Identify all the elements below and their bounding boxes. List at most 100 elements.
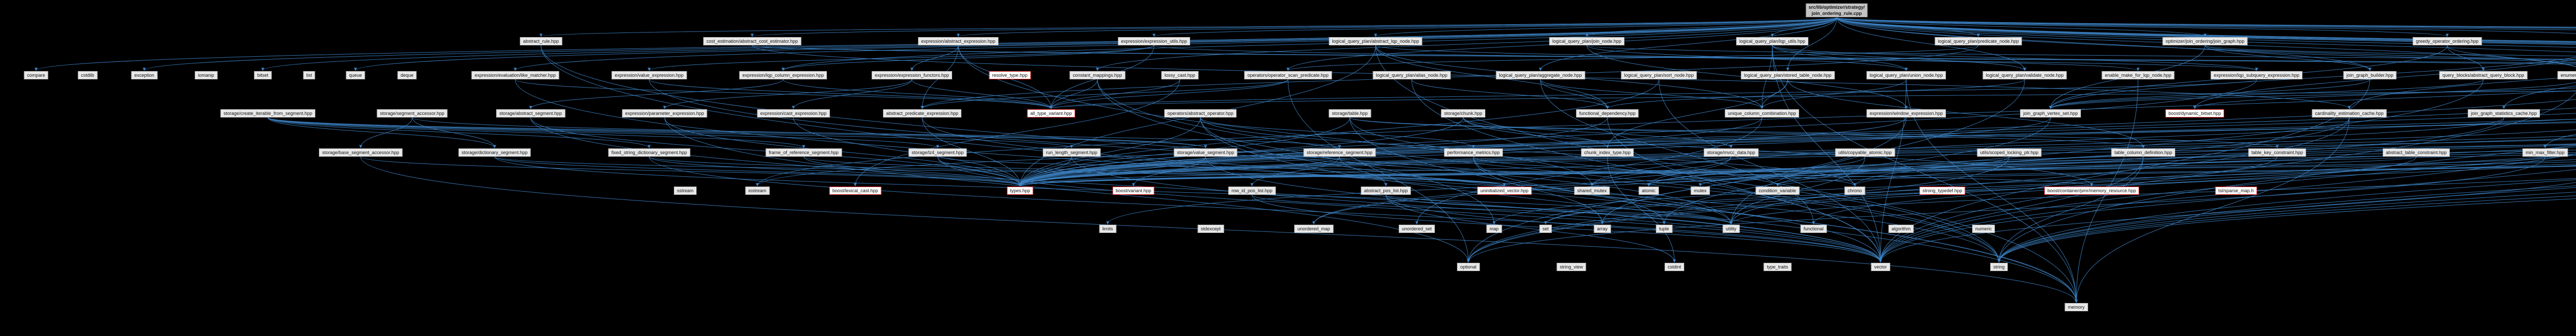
graph-node-b7[interactable]: queue xyxy=(346,71,365,79)
graph-node-c14[interactable]: join_graph_vertex_set.hpp xyxy=(2020,109,2081,117)
graph-node-c7[interactable]: all_type_variant.hpp xyxy=(1027,109,1075,117)
graph-node-c11[interactable]: functional_dependency.hpp xyxy=(1576,109,1639,117)
graph-node-a3[interactable]: expression/abstract_expression.hpp xyxy=(918,37,999,45)
graph-node-a8[interactable]: logical_query_plan/predicate_node.hpp xyxy=(1935,37,2022,45)
graph-node-f9[interactable]: utility xyxy=(1722,225,1740,233)
graph-node-e12[interactable]: condition_variable xyxy=(1755,187,1800,195)
graph-node-f6[interactable]: set xyxy=(1539,225,1552,233)
graph-node-g1[interactable]: optional xyxy=(1457,263,1480,271)
graph-node-a2[interactable]: cost_estimation/abstract_cost_estimator.… xyxy=(703,37,801,45)
graph-node-a4[interactable]: expression/expression_utils.hpp xyxy=(1117,37,1191,45)
graph-node-d6[interactable]: run_length_segment.hpp xyxy=(1043,148,1100,157)
graph-node-g3[interactable]: cstdint xyxy=(1664,263,1685,271)
graph-node-b11[interactable]: expression/lqp_column_expression.hpp xyxy=(739,71,827,79)
graph-node-f4[interactable]: unordered_set xyxy=(1398,225,1435,233)
graph-node-f1[interactable]: limits xyxy=(1099,225,1116,233)
graph-node-b5[interactable]: bitset xyxy=(254,71,272,79)
graph-node-b18[interactable]: logical_query_plan/aggregate_node.hpp xyxy=(1496,71,1585,79)
graph-node-a10[interactable]: greedy_operator_ordering.hpp xyxy=(2413,37,2482,45)
graph-node-e1[interactable]: sstream xyxy=(673,187,697,195)
graph-node-b22[interactable]: logical_query_plan/validate_node.hpp xyxy=(1982,71,2067,79)
graph-node-a5[interactable]: logical_query_plan/abstract_lqp_node.hpp xyxy=(1329,37,1422,45)
graph-node-e9[interactable]: shared_mutex xyxy=(1574,187,1610,195)
graph-node-c1[interactable]: storage/create_iterable_from_segment.hpp xyxy=(220,109,316,117)
graph-node-e3[interactable]: boost/lexical_cast.hpp xyxy=(829,187,882,195)
graph-node-d3[interactable]: fixed_string_dictionary_segment.hpp xyxy=(608,148,690,157)
graph-node-e5[interactable]: boost/variant.hpp xyxy=(1112,187,1155,195)
graph-node-b12[interactable]: expression/expression_functors.hpp xyxy=(871,71,953,79)
graph-node-d14[interactable]: table_column_definition.hpp xyxy=(2111,148,2176,157)
graph-node-e8[interactable]: uninitialized_vector.hpp xyxy=(1477,187,1532,195)
graph-node-e6[interactable]: row_id_pos_list.hpp xyxy=(1228,187,1276,195)
graph-node-d15[interactable]: table_key_constraint.hpp xyxy=(2248,148,2307,157)
graph-node-c4[interactable]: expression/parameter_expression.hpp xyxy=(622,109,707,117)
graph-node-b6[interactable]: list xyxy=(303,71,315,79)
graph-node-b13[interactable]: resolve_type.hpp xyxy=(989,71,1031,79)
graph-node-d4[interactable]: frame_of_reference_segment.hpp xyxy=(766,148,842,157)
graph-node-c9[interactable]: storage/table.hpp xyxy=(1329,109,1371,117)
graph-node-f12[interactable]: numeric xyxy=(1972,225,1995,233)
graph-node-b21[interactable]: logical_query_plan/union_node.hpp xyxy=(1866,71,1946,79)
graph-node-e14[interactable]: strong_typedef.hpp xyxy=(1919,187,1965,195)
graph-node-g5[interactable]: vector xyxy=(1871,263,1890,271)
graph-node-d5[interactable]: storage/lz4_segment.hpp xyxy=(908,148,967,157)
graph-node-f8[interactable]: tuple xyxy=(1656,225,1672,233)
graph-node-c2[interactable]: storage/segment_accessor.hpp xyxy=(377,109,448,117)
graph-node-d17[interactable]: min_max_filter.hpp xyxy=(2522,148,2568,157)
graph-node-b1[interactable]: compare xyxy=(24,71,48,79)
graph-node-b24[interactable]: expression/lqp_subquery_expression.hpp xyxy=(2210,71,2303,79)
graph-node-f2[interactable]: stdexcept xyxy=(1197,225,1224,233)
graph-node-c3[interactable]: storage/abstract_segment.hpp xyxy=(496,109,565,117)
graph-node-b25[interactable]: join_graph_builder.hpp xyxy=(2343,71,2397,79)
graph-node-e16[interactable]: tsl/sparse_map.h xyxy=(2215,187,2257,195)
graph-node-b26[interactable]: query_blocks/abstract_query_block.hpp xyxy=(2439,71,2528,79)
graph-node-b20[interactable]: logical_query_plan/stored_table_node.hpp xyxy=(1741,71,1835,79)
graph-node-b23[interactable]: enable_make_for_lqp_node.hpp xyxy=(2102,71,2175,79)
graph-node-d9[interactable]: performance_metrics.hpp xyxy=(1444,148,1503,157)
graph-node-b9[interactable]: expression/evaluation/like_matcher.hpp xyxy=(471,71,559,79)
graph-node-b10[interactable]: expression/value_expression.hpp xyxy=(612,71,687,79)
graph-node-e11[interactable]: mutex xyxy=(1690,187,1710,195)
graph-node-b4[interactable]: iomanip xyxy=(195,71,217,79)
graph-node-c8[interactable]: operators/abstract_operator.hpp xyxy=(1164,109,1237,117)
graph-node-d11[interactable]: storage/mvcc_data.hpp xyxy=(1704,148,1758,157)
graph-node-b16[interactable]: operators/operator_scan_predicate.hpp xyxy=(1244,71,1332,79)
graph-node-c5[interactable]: expression/cast_expression.hpp xyxy=(757,109,830,117)
graph-node-b15[interactable]: lossy_cast.hpp xyxy=(1161,71,1198,79)
graph-node-d12[interactable]: utils/copyable_atomic.hpp xyxy=(1835,148,1895,157)
graph-node-c16[interactable]: cardinality_estimation_cache.hpp xyxy=(2312,109,2387,117)
graph-node-e13[interactable]: chrono xyxy=(1844,187,1865,195)
graph-node-d7[interactable]: storage/value_segment.hpp xyxy=(1174,148,1238,157)
graph-node-e10[interactable]: atomic xyxy=(1638,187,1659,195)
graph-node-b8[interactable]: deque xyxy=(397,71,417,79)
graph-node-g6[interactable]: string xyxy=(1990,263,2008,271)
graph-node-b14[interactable]: constant_mappings.hpp xyxy=(1070,71,1125,79)
graph-node-b27[interactable]: enumerate_ccp.hpp xyxy=(2557,71,2576,79)
graph-node-f5[interactable]: map xyxy=(1486,225,1502,233)
graph-node-d1[interactable]: storage/base_segment_accessor.hpp xyxy=(319,148,402,157)
graph-node-e2[interactable]: iostream xyxy=(745,187,770,195)
graph-node-c6[interactable]: abstract_predicate_expression.hpp xyxy=(883,109,962,117)
graph-node-a9[interactable]: optimizer/join_ordering/join_graph.hpp xyxy=(2162,37,2248,45)
graph-node-d2[interactable]: storage/dictionary_segment.hpp xyxy=(458,148,531,157)
graph-node-r0[interactable]: src/lib/optimizer/strategy/ join_orderin… xyxy=(1805,3,1868,18)
graph-node-f11[interactable]: algorithm xyxy=(1888,225,1914,233)
graph-node-c12[interactable]: unique_column_combination.hpp xyxy=(1724,109,1800,117)
graph-node-b19[interactable]: logical_query_plan/sort_node.hpp xyxy=(1621,71,1697,79)
graph-node-b3[interactable]: exception xyxy=(131,71,158,79)
graph-node-a7[interactable]: logical_query_plan/lqp_utils.hpp xyxy=(1736,37,1809,45)
graph-node-a6[interactable]: logical_query_plan/join_node.hpp xyxy=(1549,37,1625,45)
graph-node-e15[interactable]: boost/container/pmr/memory_resource.hpp xyxy=(2044,187,2140,195)
graph-node-f10[interactable]: functional xyxy=(1800,225,1827,233)
graph-node-f7[interactable]: array xyxy=(1594,225,1611,233)
graph-node-g4[interactable]: type_traits xyxy=(1764,263,1791,271)
graph-node-c13[interactable]: expression/window_expression.hpp xyxy=(1866,109,1946,117)
graph-node-g2[interactable]: string_view xyxy=(1556,263,1586,271)
graph-node-h1[interactable]: memory xyxy=(2064,303,2088,311)
graph-node-a1[interactable]: abstract_rule.hpp xyxy=(520,37,562,45)
graph-node-c15[interactable]: boost/dynamic_bitset.hpp xyxy=(2165,109,2225,117)
graph-node-d8[interactable]: storage/reference_segment.hpp xyxy=(1303,148,1376,157)
graph-node-c10[interactable]: storage/chunk.hpp xyxy=(1440,109,1486,117)
graph-node-d16[interactable]: abstract_table_constraint.hpp xyxy=(2382,148,2450,157)
graph-node-b2[interactable]: cstdlib xyxy=(78,71,97,79)
